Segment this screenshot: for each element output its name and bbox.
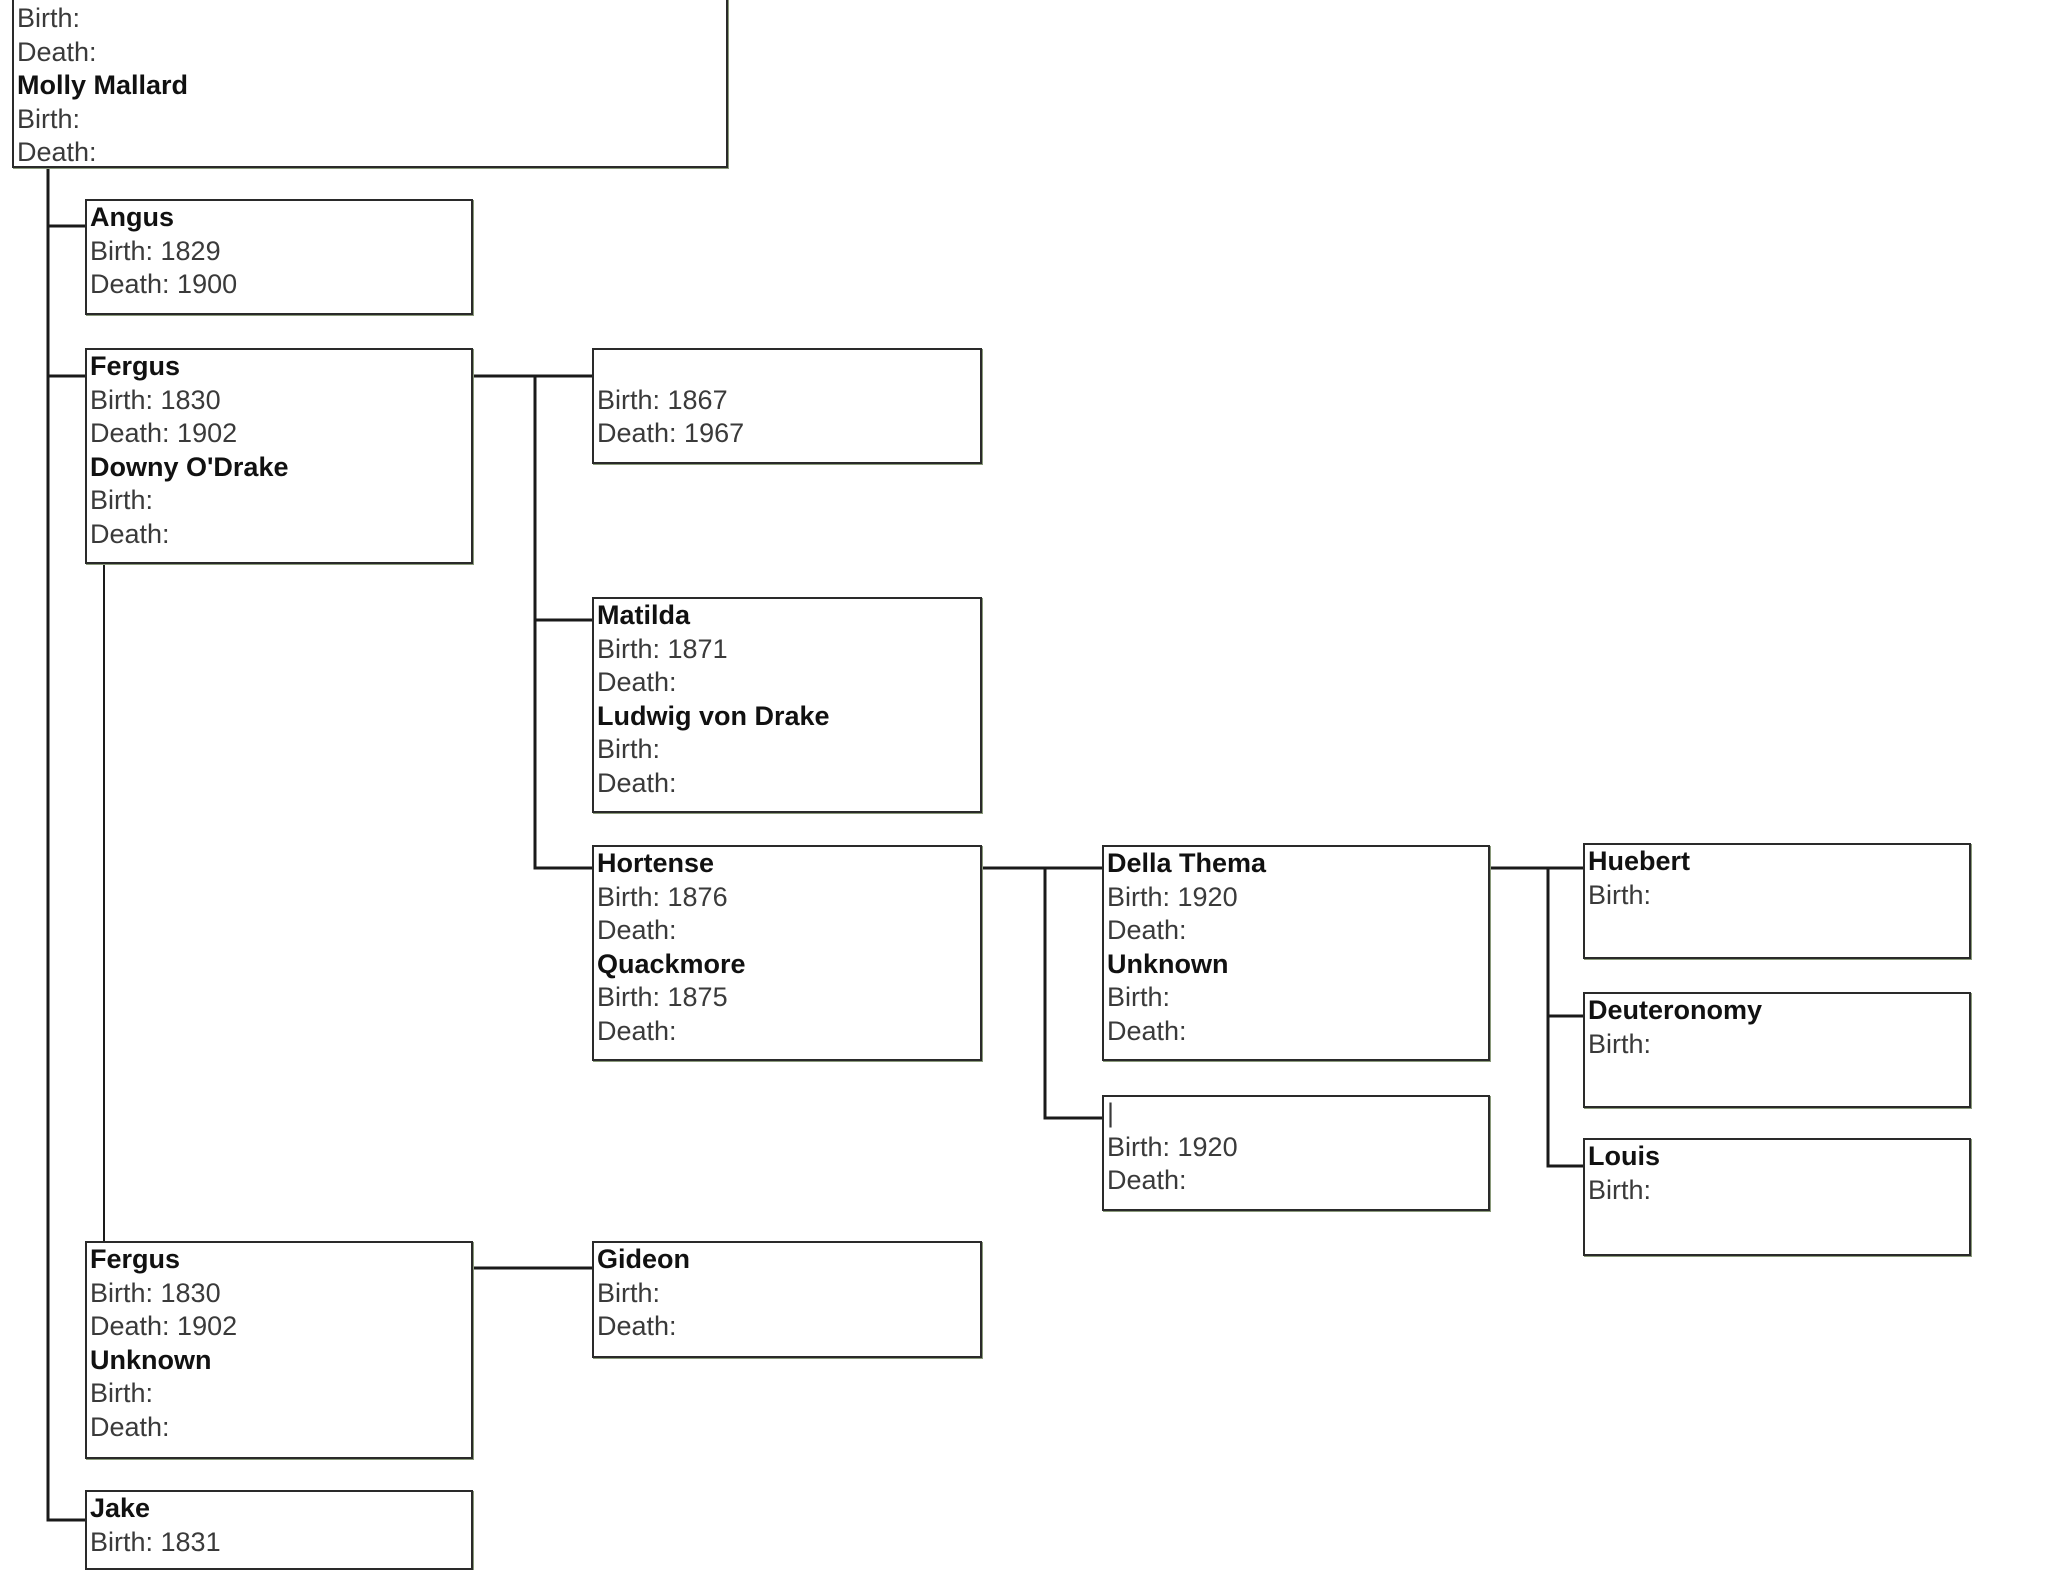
life-detail: Birth: [17,103,81,134]
life-detail: Birth: 1876 [597,881,728,912]
person-name: Fergus [90,1244,181,1274]
life-detail: Death: [1107,1165,1187,1195]
person-name: Quackmore [597,948,746,979]
person-name: Ludwig von Drake [597,700,830,731]
life-detail: Death: [90,1411,170,1442]
life-detail: Birth: 1920 [1107,881,1238,912]
life-detail: Death: [17,137,97,167]
person-name: Della Thema [1107,848,1267,878]
person-name: Angus [90,202,174,232]
life-detail: Birth: [1588,1174,1652,1205]
life-detail: Birth: [597,734,661,764]
life-detail: Death: [597,767,677,798]
person-name: Gideon [597,1244,690,1274]
person-name: Huebert [1588,846,1691,876]
life-detail: Death: [17,36,97,67]
life-detail: Birth: [1588,879,1652,910]
person-name: Matilda [597,600,691,630]
life-detail: Death: [1107,1015,1187,1046]
life-detail: Birth: [1107,982,1171,1012]
life-detail: Birth: 1830 [90,384,221,415]
life-detail: Birth: 1867 [597,384,728,415]
life-detail: Birth: 1875 [597,982,728,1012]
life-detail: Birth: 1831 [90,1526,221,1557]
person-name: Jake [90,1493,151,1523]
person-name: Fergus [90,351,181,381]
life-detail: Death: 1967 [597,418,745,448]
tree-connector-lines [46,166,1585,1522]
person-name: Downy O'Drake [90,451,289,482]
life-detail: Birth: 1920 [1107,1131,1238,1162]
person-name: Unknown [1107,948,1229,979]
life-detail: Birth: [1588,1028,1652,1059]
life-detail: Birth: 1829 [90,235,221,266]
life-detail: Death: [1107,915,1187,945]
life-detail: | [1107,1098,1115,1128]
life-detail: Death: [597,1015,677,1046]
person-name: Molly Mallard [17,70,189,100]
life-detail: Birth: [597,1277,661,1308]
person-name: Louis [1588,1141,1660,1171]
life-detail: Death: [90,518,170,549]
person-name [597,350,980,384]
life-detail: Death: 1900 [90,269,238,299]
life-detail: Birth: [17,3,81,33]
life-detail: Death: 1902 [90,1311,238,1341]
life-detail: Death: [597,915,677,945]
life-detail: Birth: [90,485,154,515]
life-detail: Death: [597,1311,677,1341]
life-detail: Death: [597,667,677,697]
life-detail: Birth: [90,1378,154,1408]
person-name: Deuteronomy [1588,995,1763,1025]
person-name: Hortense [597,848,715,878]
life-detail: Birth: 1871 [597,633,728,664]
life-detail: Birth: 1830 [90,1277,221,1308]
life-detail: Death: 1902 [90,418,238,448]
person-name: Unknown [90,1344,212,1375]
